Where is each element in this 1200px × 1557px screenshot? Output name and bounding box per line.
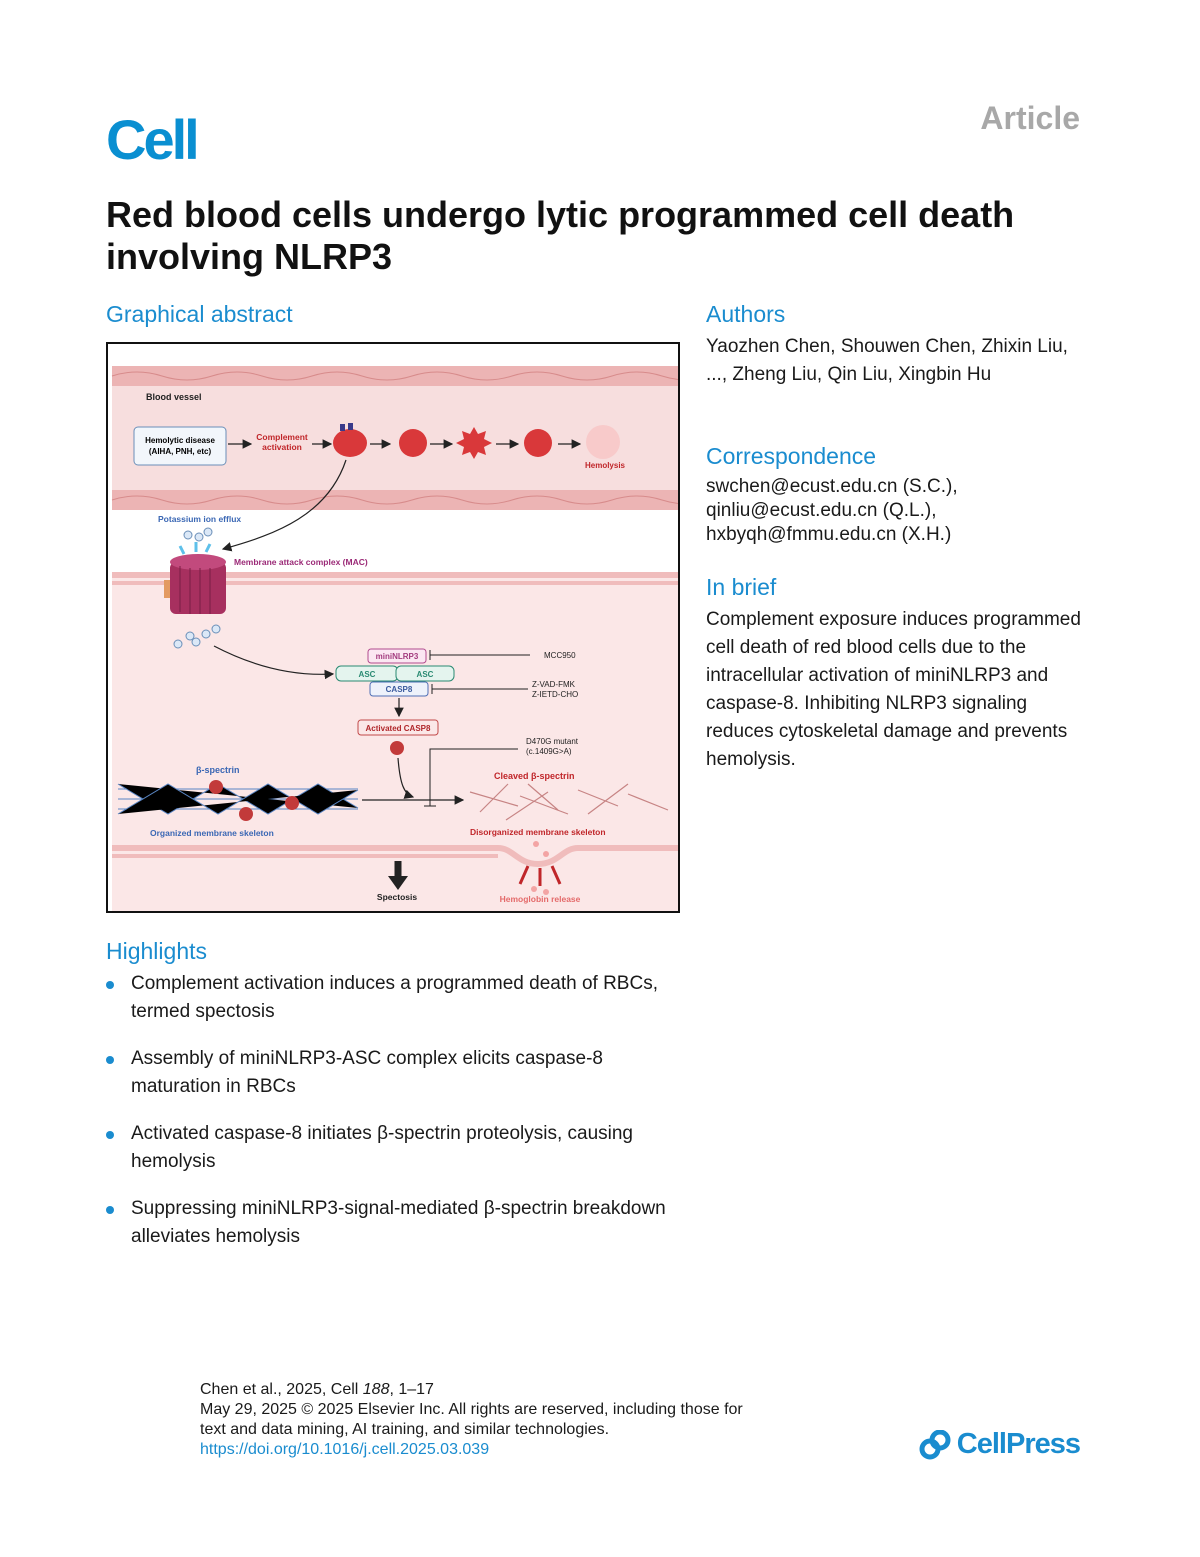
highlights-heading: Highlights [106, 938, 207, 964]
svg-text:Complement: Complement [256, 432, 308, 442]
svg-text:Membrane attack complex (MAC): Membrane attack complex (MAC) [234, 557, 368, 567]
spherocyte-icon [524, 429, 552, 457]
casp8-enzyme-icon [390, 741, 404, 755]
ghost-rbc-icon [586, 425, 620, 459]
svg-text:Activated CASP8: Activated CASP8 [366, 724, 431, 733]
svg-text:Spectosis: Spectosis [377, 892, 417, 902]
rbc-icon [333, 429, 367, 457]
article-type-label: Article [980, 100, 1080, 136]
citation-line: Chen et al., 2025, Cell 188, 1–17 [200, 1381, 434, 1398]
echinocyte-icon [456, 427, 492, 459]
bullet-icon [106, 1131, 114, 1139]
authors-heading: Authors [706, 301, 786, 327]
hemolytic-disease-box [133, 426, 227, 466]
svg-text:β-spectrin: β-spectrin [196, 765, 240, 775]
svg-text:Organized membrane skeleton: Organized membrane skeleton [150, 828, 274, 838]
graphical-abstract-figure: Blood vessel Hemolytic disease (AIHA, PN… [106, 342, 680, 913]
svg-text:Disorganized membrane skeleto: Disorganized membrane skeleton [470, 827, 606, 837]
correspondence-email[interactable]: qinliu@ecust.edu.cn (Q.L.), [706, 500, 937, 521]
svg-text:CASP8: CASP8 [386, 685, 413, 694]
article-title: Red blood cells undergo lytic programmed… [106, 194, 1015, 277]
bullet-icon [106, 981, 114, 989]
svg-text:ASC: ASC [417, 670, 434, 679]
correspondence-email[interactable]: hxbyqh@fmmu.edu.cn (X.H.) [706, 524, 952, 545]
in-brief-text: Complement exposure induces programmed c… [706, 609, 1081, 770]
bullet-icon [106, 1206, 114, 1214]
asc-box-right [395, 665, 455, 682]
graphical-abstract-heading: Graphical abstract [106, 301, 293, 327]
svg-text:(c.1409G>A): (c.1409G>A) [526, 747, 572, 756]
rbc-crenated-icon [399, 429, 427, 457]
copyright-line: May 29, 2025 © 2025 Elsevier Inc. All ri… [200, 1401, 743, 1418]
disorganized-skeleton-mesh [469, 783, 669, 821]
mininlrp3-box [367, 648, 427, 664]
svg-text:Potassium ion efflux: Potassium ion efflux [158, 514, 241, 524]
svg-text:Z-VAD-FMK: Z-VAD-FMK [532, 680, 576, 689]
svg-text:(AIHA, PNH, etc): (AIHA, PNH, etc) [149, 447, 212, 456]
in-brief-heading: In brief [706, 574, 777, 600]
author-list: Yaozhen Chen, Shouwen Chen, Zhixin Liu, … [706, 336, 1068, 385]
cellpress-mark-icon [919, 1429, 951, 1459]
highlight-item: Complement activation induces a programm… [106, 970, 696, 1026]
svg-text:MCC950: MCC950 [544, 651, 576, 660]
doi-link[interactable]: https://doi.org/10.1016/j.cell.2025.03.0… [200, 1441, 490, 1458]
highlight-item: Suppressing miniNLRP3-signal-mediated β-… [106, 1195, 696, 1251]
svg-text:activation: activation [262, 442, 302, 452]
journal-logo: Cell [106, 108, 200, 171]
svg-text:Hemoglobin release: Hemoglobin release [500, 894, 581, 904]
svg-text:Hemolysis: Hemolysis [585, 461, 626, 470]
blood-vessel-label: Blood vessel [146, 392, 202, 402]
highlight-item: Assembly of miniNLRP3-ASC complex elicit… [106, 1045, 696, 1101]
svg-text:Z-IETD-CHO: Z-IETD-CHO [532, 690, 578, 699]
svg-text:ASC: ASC [359, 670, 376, 679]
casp8-box [369, 681, 429, 697]
svg-text:miniNLRP3: miniNLRP3 [376, 652, 419, 661]
highlights-list: Complement activation induces a programm… [106, 970, 696, 1270]
correspondence-list: swchen@ecust.edu.cn (S.C.), qinliu@ecust… [706, 475, 1086, 547]
correspondence-heading: Correspondence [706, 443, 877, 469]
citation-footer: Chen et al., 2025, Cell 188, 1–17 May 29… [200, 1380, 743, 1460]
svg-text:Cleaved β-spectrin: Cleaved β-spectrin [494, 771, 575, 781]
highlight-item: Activated caspase-8 initiates β-spectrin… [106, 1120, 696, 1176]
organized-skeleton-mesh [117, 783, 359, 815]
activated-casp8-box [357, 719, 439, 736]
bullet-icon [106, 1056, 114, 1064]
cellpress-logo: CellPress [919, 1428, 1081, 1461]
mac-pore-icon [170, 562, 226, 614]
svg-text:D470G mutant: D470G mutant [526, 737, 579, 746]
correspondence-email[interactable]: swchen@ecust.edu.cn (S.C.), [706, 476, 958, 497]
svg-text:Hemolytic disease: Hemolytic disease [145, 436, 215, 445]
copyright-line-2: text and data mining, AI training, and s… [200, 1421, 610, 1438]
